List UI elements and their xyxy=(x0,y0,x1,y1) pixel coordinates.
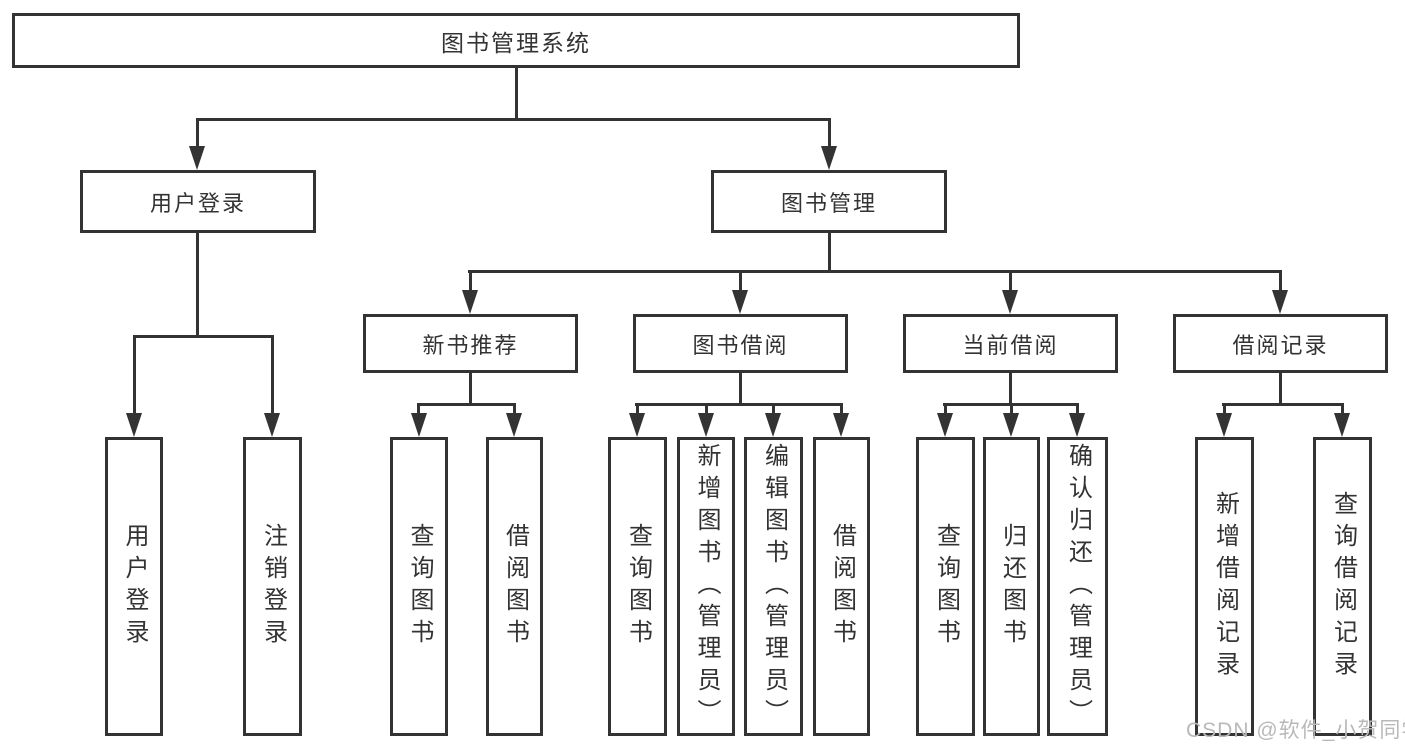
arrowhead-down-icon xyxy=(937,413,953,437)
connector-line xyxy=(840,405,843,415)
arrowhead-down-icon xyxy=(264,413,280,437)
connector-line xyxy=(1222,403,1344,406)
connector-line xyxy=(468,270,1282,273)
node-book-management-branch: 图书管理 xyxy=(711,170,947,233)
csdn-watermark: CSDN @软件_小贺同学 xyxy=(1186,719,1405,742)
arrowhead-down-icon xyxy=(1003,413,1019,437)
connector-line xyxy=(515,68,518,121)
connector-line xyxy=(1223,405,1226,415)
connector-line xyxy=(943,403,1079,406)
arrowhead-down-icon xyxy=(1002,290,1018,314)
node-label: 查询图书 xyxy=(624,522,652,651)
connector-line xyxy=(469,373,472,406)
node-label: 查询借阅记录 xyxy=(1329,490,1357,683)
node-query-books-under-recommendation: 查询图书 xyxy=(390,437,448,736)
node-logout-leaf: 注销登录 xyxy=(243,437,302,736)
arrowhead-down-icon xyxy=(833,413,849,437)
arrowhead-down-icon xyxy=(411,413,427,437)
connector-line xyxy=(1279,373,1282,406)
connector-line xyxy=(1009,272,1012,292)
node-label: 新增借阅记录 xyxy=(1211,490,1239,683)
node-query-books-under-borrowing: 查询图书 xyxy=(608,437,667,736)
node-borrowing-records: 借阅记录 xyxy=(1173,314,1388,373)
node-borrow-books-under-recommendation: 借阅图书 xyxy=(486,437,543,736)
node-add-borrowing-record: 新增借阅记录 xyxy=(1195,437,1254,736)
node-add-books-admin: 新增图书（管理员） xyxy=(677,437,735,736)
node-label: 注销登录 xyxy=(259,522,287,651)
connector-line xyxy=(196,233,199,338)
node-label: 用户登录 xyxy=(121,522,148,651)
node-book-borrowing: 图书借阅 xyxy=(633,314,848,373)
node-label: 借阅图书 xyxy=(828,522,856,651)
node-user-login-branch: 用户登录 xyxy=(80,170,316,233)
connector-line xyxy=(196,118,831,121)
node-return-books: 归还图书 xyxy=(983,437,1040,736)
connector-line xyxy=(1010,405,1013,415)
node-edit-books-admin: 编辑图书（管理员） xyxy=(744,437,803,736)
connector-line xyxy=(739,373,742,406)
node-label: 编辑图书（管理员） xyxy=(760,442,788,731)
connector-line xyxy=(417,405,420,415)
node-query-borrowing-record: 查询借阅记录 xyxy=(1313,437,1372,736)
node-library-management-system: 图书管理系统 xyxy=(12,13,1020,68)
connector-line xyxy=(705,405,708,415)
connector-line xyxy=(417,403,516,406)
arrowhead-down-icon xyxy=(732,290,748,314)
connector-line xyxy=(828,120,831,148)
node-label: 图书管理系统 xyxy=(441,29,591,56)
node-label: 新增图书（管理员） xyxy=(693,442,720,731)
node-borrow-books-under-borrowing: 借阅图书 xyxy=(813,437,870,736)
arrowhead-down-icon xyxy=(1272,290,1288,314)
arrowhead-down-icon xyxy=(126,413,142,437)
node-label: 借阅记录 xyxy=(1232,332,1329,358)
connector-line xyxy=(1341,405,1344,415)
arrowhead-down-icon xyxy=(821,146,837,170)
node-label: 查询图书 xyxy=(406,522,433,651)
node-label: 图书借阅 xyxy=(692,332,789,358)
connector-line xyxy=(772,405,775,415)
connector-line xyxy=(944,405,947,415)
node-label: 图书管理 xyxy=(780,190,877,216)
connector-line xyxy=(1279,272,1282,292)
connector-line xyxy=(636,405,639,415)
connector-line xyxy=(133,335,274,338)
connector-line xyxy=(828,233,831,273)
node-current-borrowing: 当前借阅 xyxy=(903,314,1118,373)
node-label: 借阅图书 xyxy=(501,522,529,651)
connector-line xyxy=(513,405,516,415)
node-label: 当前借阅 xyxy=(962,332,1059,358)
connector-line xyxy=(739,272,742,292)
node-label: 用户登录 xyxy=(149,190,246,216)
node-query-books-under-current: 查询图书 xyxy=(916,437,975,736)
node-user-login-leaf: 用户登录 xyxy=(105,437,163,736)
node-label: 归还图书 xyxy=(998,522,1026,651)
arrowhead-down-icon xyxy=(1069,413,1085,437)
arrowhead-down-icon xyxy=(462,290,478,314)
node-confirm-return-admin: 确认归还（管理员） xyxy=(1047,437,1108,736)
arrowhead-down-icon xyxy=(629,413,645,437)
node-label: 查询图书 xyxy=(932,522,960,651)
node-new-book-recommendation: 新书推荐 xyxy=(363,314,578,373)
connector-line xyxy=(271,337,274,415)
arrowhead-down-icon xyxy=(506,413,522,437)
arrowhead-down-icon xyxy=(698,413,714,437)
arrowhead-down-icon xyxy=(1334,413,1350,437)
arrowhead-down-icon xyxy=(1216,413,1232,437)
connector-line xyxy=(196,120,199,148)
connector-line xyxy=(1009,373,1012,406)
connector-line xyxy=(635,403,843,406)
arrowhead-down-icon xyxy=(189,146,205,170)
node-label: 新书推荐 xyxy=(422,332,519,358)
node-label: 确认归还（管理员） xyxy=(1064,442,1092,731)
connector-line xyxy=(133,337,136,415)
connector-line xyxy=(1076,405,1079,415)
connector-line xyxy=(469,272,472,292)
arrowhead-down-icon xyxy=(765,413,781,437)
